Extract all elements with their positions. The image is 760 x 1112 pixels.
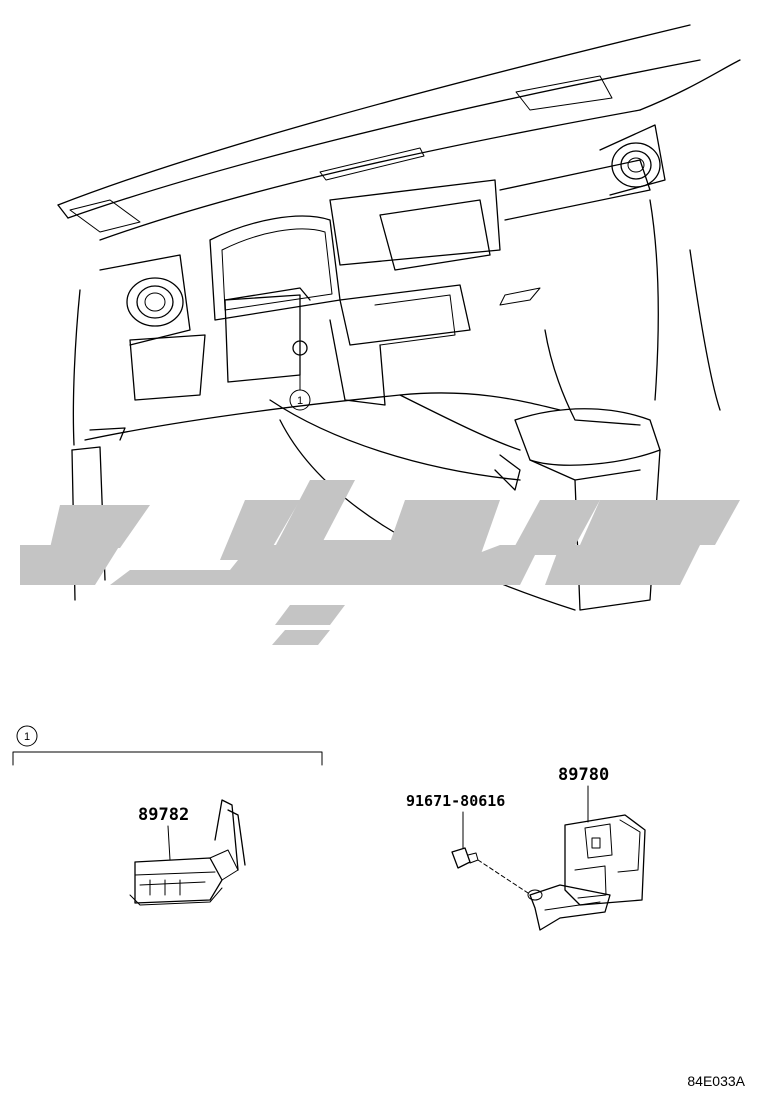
part-label-89780: 89780: [558, 765, 609, 785]
group-bracket: 1: [12, 725, 323, 766]
part-89780-module: [527, 785, 646, 931]
illustration-reference-code: 84E033A: [687, 1073, 745, 1089]
location-callout-number: 1: [297, 395, 303, 407]
part-bolt: [451, 811, 529, 894]
dashboard-illustration: 1: [57, 24, 741, 611]
part-label-bolt: 91671-80616: [406, 792, 505, 810]
location-callout: [289, 389, 311, 411]
watermark-logo: [20, 480, 740, 645]
part-label-89782: 89782: [138, 805, 189, 825]
group-number: 1: [24, 731, 30, 743]
part-89782-module: [129, 799, 246, 906]
